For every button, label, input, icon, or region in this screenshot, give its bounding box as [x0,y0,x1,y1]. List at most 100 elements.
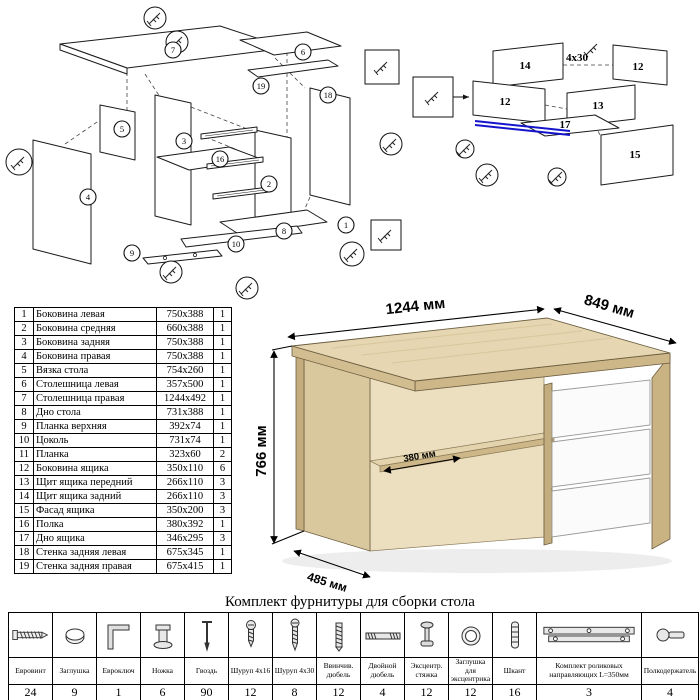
confirmat-screw-icon [8,612,53,658]
panel-right-back [309,87,351,206]
parts-cell-name: Боковина правая [33,349,157,364]
plinth [180,225,303,248]
parts-cell-size: 1244x492 [156,391,214,406]
parts-cell-num: 3 [14,335,34,350]
parts-cell-qty: 1 [213,377,232,392]
hardware-qty: 9 [52,683,97,700]
hardware-qty: 6 [140,683,185,700]
parts-cell-size: 357x500 [156,377,214,392]
parts-cell-name: Полка [33,517,157,532]
hardware-name: Шуруп 4x16 [228,657,273,685]
parts-cell-size: 266x110 [156,489,214,504]
parts-cell-qty: 1 [213,433,232,448]
bottom-panel [219,209,328,236]
callout-balloon-5: 5 [113,120,131,138]
callout-number: 2 [267,179,271,189]
drawer-back-panel [492,42,564,88]
callout-balloon-7: 7 [164,41,182,59]
detail-callouts [412,43,598,187]
dimension-height: 766 мм [253,345,305,545]
drawer-label-14: 14 [520,60,532,72]
parts-cell-qty: 2 [213,447,232,462]
parts-cell-num: 16 [14,517,34,532]
parts-cell-qty: 1 [213,321,232,336]
callout-number: 3 [182,136,186,146]
parts-cell-size: 392x74 [156,419,214,434]
exploded-view-desk: 7 6 19 18 5 3 16 2 1 4 10 8 9 [5,6,403,300]
hardware-name: Заглушка для эксцентрика [448,657,493,685]
hardware-qty: 12 [448,683,493,700]
panel-top-left [239,31,342,56]
hardware-title: Комплект фурнитуры для сборки стола [225,594,475,610]
desk-left-panel-edge [295,356,305,532]
screw-size-label: 4x30 [566,52,589,64]
parts-cell-num: 5 [14,363,34,378]
drawer-side-right [612,44,668,86]
parts-cell-size: 266x110 [156,475,214,490]
callout-balloon-3: 3 [175,132,193,150]
panel-left-door [32,139,92,265]
hardware-name: Эксцентр. стяжка [404,657,449,685]
back-strip [247,59,339,78]
parts-cell-name: Щит ящика задний [33,489,157,504]
callout-number: 7 [171,45,175,55]
drawer-slide-highlight [474,120,571,136]
parts-cell-num: 4 [14,349,34,364]
hardware-name: Комплект роликовых направляющих L=350мм [536,657,642,685]
parts-cell-num: 2 [14,321,34,336]
drawer-label-12f: 12 [500,96,512,108]
callout-balloon-1: 1 [337,216,355,234]
hardware-qty: 8 [272,683,317,700]
hardware-name: Двойной дюбель [360,657,405,685]
cabinet-left-edge [543,382,553,546]
parts-cell-name: Щит ящика передний [33,475,157,490]
parts-cell-name: Боковина левая [33,307,157,322]
callout-balloon-2: 2 [260,175,278,193]
parts-cell-size: 754x260 [156,363,214,378]
cap-icon [52,612,97,658]
parts-cell-num: 15 [14,503,34,518]
parts-cell-name: Цоколь [33,433,157,448]
drawer-front-2 [551,428,651,488]
parts-cell-num: 13 [14,475,34,490]
parts-cell-size: 660x388 [156,321,214,336]
drawer-label-13: 13 [593,100,605,112]
shelf-pin-icon [641,612,699,658]
hardware-name: Ввинчив. дюбель [316,657,361,685]
parts-cell-name: Боковина средняя [33,321,157,336]
parts-cell-qty: 1 [213,307,232,322]
drawer-front-3 [551,477,651,538]
parts-cell-qty: 1 [213,363,232,378]
floor-shadow [282,549,672,573]
parts-cell-num: 11 [14,447,34,462]
callout-number: 19 [257,81,266,91]
callout-balloon-6: 6 [294,43,312,61]
parts-cell-size: 675x345 [156,545,214,560]
parts-cell-qty: 6 [213,461,232,476]
screw-long-icon [272,612,317,658]
callout-number: 1 [344,220,348,230]
hardware-qty: 90 [184,683,229,700]
parts-cell-name: Стенка задняя левая [33,545,157,560]
double-dowel-icon [360,612,405,658]
parts-cell-size: 675x415 [156,559,214,574]
bottom-rail [142,249,223,265]
hardware-qty: 4 [641,683,699,700]
parts-cell-size: 731x388 [156,405,214,420]
parts-cell-qty: 3 [213,503,232,518]
parts-cell-size: 323x60 [156,447,214,462]
parts-cell-size: 750x388 [156,349,214,364]
